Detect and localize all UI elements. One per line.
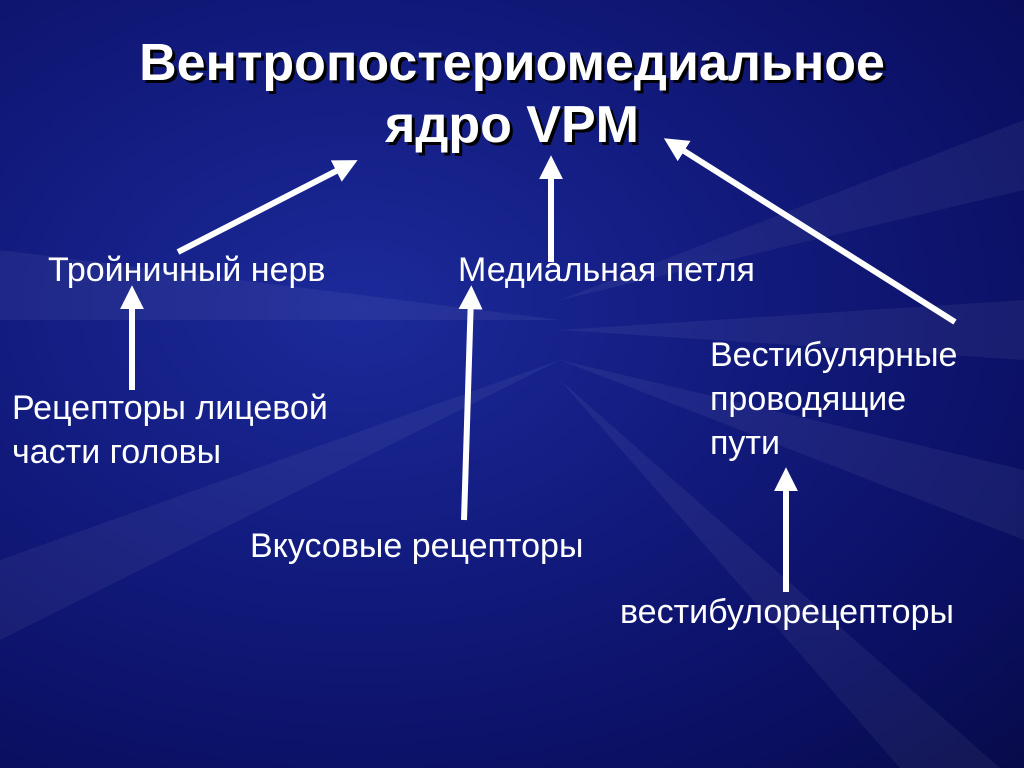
title-line-1: Вентропостериомедиальное [139,34,885,92]
vestibular-paths-line-2: проводящие [710,380,907,418]
title-line-2: ядро VPM [384,96,639,154]
arrow-taste-receptors-to-medial-loop [458,285,483,521]
arrow-vestibular-paths-to-vpm [663,138,957,325]
vestibular-paths-label: Вестибулярные проводящие пути [710,333,957,465]
vestibular-paths-line-3: пути [710,424,780,462]
arrow-trigeminal-to-vpm [176,160,358,255]
slide-title: Вентропостериомедиальное ядро VPM [0,32,1024,156]
facial-receptors-line-1: Рецепторы лицевой [12,389,328,427]
taste-receptors-label: Вкусовые рецепторы [250,527,584,565]
medial-loop-label: Медиальная петля [458,251,755,289]
facial-receptors-line-2: части головы [12,433,222,471]
facial-receptors-label: Рецепторы лицевой части головы [12,386,328,474]
vestibular-paths-line-1: Вестибулярные [710,336,958,374]
vestibuloreceptors-label: вестибулорецепторы [620,593,954,631]
trigeminal-nerve-label: Тройничный нерв [48,251,326,289]
